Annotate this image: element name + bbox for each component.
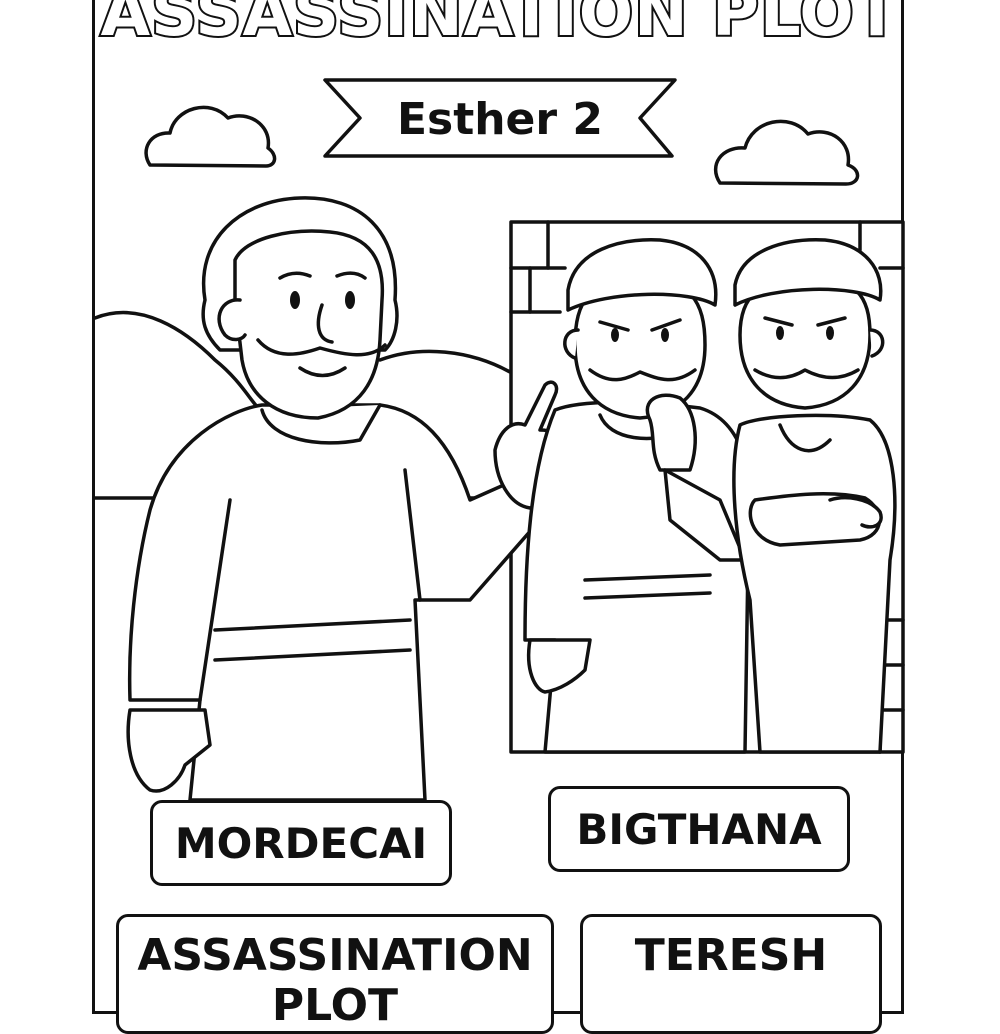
ribbon-banner-icon <box>323 78 677 158</box>
cloud-icon <box>144 105 277 168</box>
banner-text: Esther 2 <box>396 94 604 145</box>
mordecai-figure <box>126 196 573 802</box>
label-teresh: TERESH <box>580 914 882 1034</box>
worksheet-title: ASSASSINATION PLOT <box>99 0 901 53</box>
label-bigthana-text: BIGTHANA <box>576 804 822 854</box>
label-mordecai-text: MORDECAI <box>174 818 428 868</box>
label-mordecai: MORDECAI <box>150 800 452 886</box>
label-assassination-plot-text: ASSASSINATION PLOT <box>137 930 533 1031</box>
bigthana-figure <box>523 238 754 754</box>
label-bigthana: BIGTHANA <box>548 786 850 872</box>
label-teresh-text: TERESH <box>634 930 828 981</box>
illustration <box>93 78 905 802</box>
teresh-figure <box>732 238 897 754</box>
cloud-icon <box>713 119 860 186</box>
label-assassination-plot: ASSASSINATION PLOT <box>116 914 554 1034</box>
